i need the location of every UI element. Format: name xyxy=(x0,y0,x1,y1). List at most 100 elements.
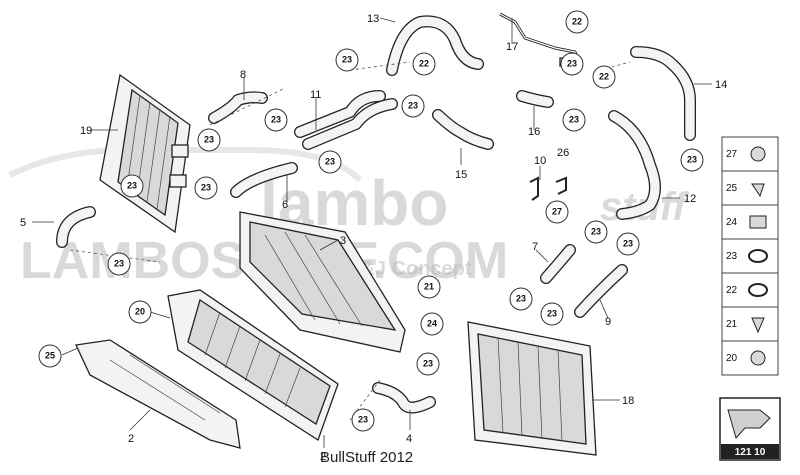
label-7: 7 xyxy=(532,241,538,253)
figure-number: 121 10 xyxy=(735,447,766,458)
svg-text:23: 23 xyxy=(342,54,352,64)
label-18: 18 xyxy=(622,395,634,407)
svg-text:23: 23 xyxy=(271,114,281,124)
svg-text:23: 23 xyxy=(423,358,433,368)
label-19: 19 xyxy=(80,125,92,137)
svg-text:21: 21 xyxy=(424,281,434,291)
callout-23-h: 23 xyxy=(680,148,704,172)
footer-caption: BullStuff 2012 xyxy=(320,449,414,466)
label-16: 16 xyxy=(528,126,540,138)
callout-22-a: 22 xyxy=(565,10,589,34)
callout-24-a: 24 xyxy=(420,312,444,336)
legend-row-24: 24 xyxy=(721,204,779,240)
callout-23-n: 23 xyxy=(509,287,533,311)
legend-row-20: 20 xyxy=(721,340,779,376)
label-14: 14 xyxy=(715,79,727,91)
callout-23-q: 23 xyxy=(351,408,375,432)
svg-text:23: 23 xyxy=(204,134,214,144)
part-labels: 19 8 11 13 17 14 15 16 12 10 26 6 5 3 7 … xyxy=(20,13,727,463)
hose-13 xyxy=(386,15,484,76)
svg-text:22: 22 xyxy=(599,71,609,81)
callout-23-m: 23 xyxy=(107,252,131,276)
callout-23-i: 23 xyxy=(120,174,144,198)
hose-7 xyxy=(540,244,576,284)
label-3: 3 xyxy=(340,235,346,247)
svg-text:20: 20 xyxy=(135,306,145,316)
hose-8 xyxy=(208,91,268,124)
callout-21-a: 21 xyxy=(417,275,441,299)
hose-15 xyxy=(432,109,494,150)
clip-icon xyxy=(749,215,767,229)
label-10: 10 xyxy=(534,155,546,167)
svg-text:23: 23 xyxy=(127,180,137,190)
clamp-icon xyxy=(750,146,766,162)
label-12: 12 xyxy=(684,193,696,205)
svg-text:23: 23 xyxy=(623,238,633,248)
pipe-12 xyxy=(608,110,661,220)
callout-23-o: 23 xyxy=(540,302,564,326)
legend-row-22: 22 xyxy=(721,272,779,308)
svg-text:23: 23 xyxy=(569,114,579,124)
svg-text:24: 24 xyxy=(726,217,738,228)
svg-text:23: 23 xyxy=(114,258,124,268)
svg-text:27: 27 xyxy=(726,149,738,160)
callout-23-p: 23 xyxy=(416,352,440,376)
fastener-legend: 27 25 24 23 22 21 20 xyxy=(721,136,779,376)
svg-text:23: 23 xyxy=(726,251,738,262)
callout-23-j: 23 xyxy=(194,176,218,200)
legend-row-25: 25 xyxy=(721,170,779,206)
hose-4 xyxy=(372,382,436,414)
callout-23-l: 23 xyxy=(616,232,640,256)
hose-5 xyxy=(56,206,96,248)
label-8: 8 xyxy=(240,69,246,81)
label-26: 26 xyxy=(557,147,569,159)
svg-text:22: 22 xyxy=(572,16,582,26)
callout-23-c: 23 xyxy=(401,94,425,118)
svg-text:23: 23 xyxy=(408,100,418,110)
hose-clamp-small-icon xyxy=(748,283,768,297)
label-2: 2 xyxy=(128,433,134,445)
svg-text:23: 23 xyxy=(325,156,335,166)
svg-text:23: 23 xyxy=(358,414,368,424)
label-6: 6 xyxy=(282,199,288,211)
arrow-icon xyxy=(727,409,771,440)
callout-23-b: 23 xyxy=(560,52,584,76)
svg-text:22: 22 xyxy=(419,58,429,68)
hose-clamp-icon xyxy=(748,249,768,263)
callout-22-c: 22 xyxy=(592,65,616,89)
air-guide-2 xyxy=(75,339,241,449)
svg-text:23: 23 xyxy=(591,226,601,236)
svg-text:25: 25 xyxy=(726,183,738,194)
svg-text:20: 20 xyxy=(726,353,738,364)
callouts: 22 23 22 23 22 23 23 23 23 23 23 23 23 2… xyxy=(38,10,704,432)
callout-23-e: 23 xyxy=(562,108,586,132)
radiator-left-19 xyxy=(99,73,191,234)
svg-text:25: 25 xyxy=(45,350,55,360)
svg-text:21: 21 xyxy=(726,319,738,330)
figure-badge: 121 10 xyxy=(719,397,781,461)
callout-23-g: 23 xyxy=(318,150,342,174)
rivet-icon xyxy=(751,317,765,334)
callout-27-a: 27 xyxy=(545,200,569,224)
callout-23-a: 23 xyxy=(335,48,359,72)
label-17: 17 xyxy=(506,41,518,53)
svg-text:23: 23 xyxy=(567,58,577,68)
hose-14 xyxy=(630,46,696,141)
svg-text:23: 23 xyxy=(516,293,526,303)
bracket-10-26 xyxy=(529,176,567,201)
callout-20-a: 20 xyxy=(128,300,152,324)
svg-text:24: 24 xyxy=(427,318,437,328)
label-4: 4 xyxy=(406,433,412,445)
svg-text:23: 23 xyxy=(687,154,697,164)
label-15: 15 xyxy=(455,169,467,181)
callout-23-k: 23 xyxy=(584,220,608,244)
label-1: 2 xyxy=(320,451,326,463)
svg-text:22: 22 xyxy=(726,285,738,296)
legend-row-21: 21 xyxy=(721,306,779,342)
callout-25-a: 25 xyxy=(38,344,62,368)
hose-16 xyxy=(516,90,554,108)
label-5: 5 xyxy=(20,217,26,229)
air-duct-3 xyxy=(239,211,406,353)
label-9: 9 xyxy=(605,316,611,328)
